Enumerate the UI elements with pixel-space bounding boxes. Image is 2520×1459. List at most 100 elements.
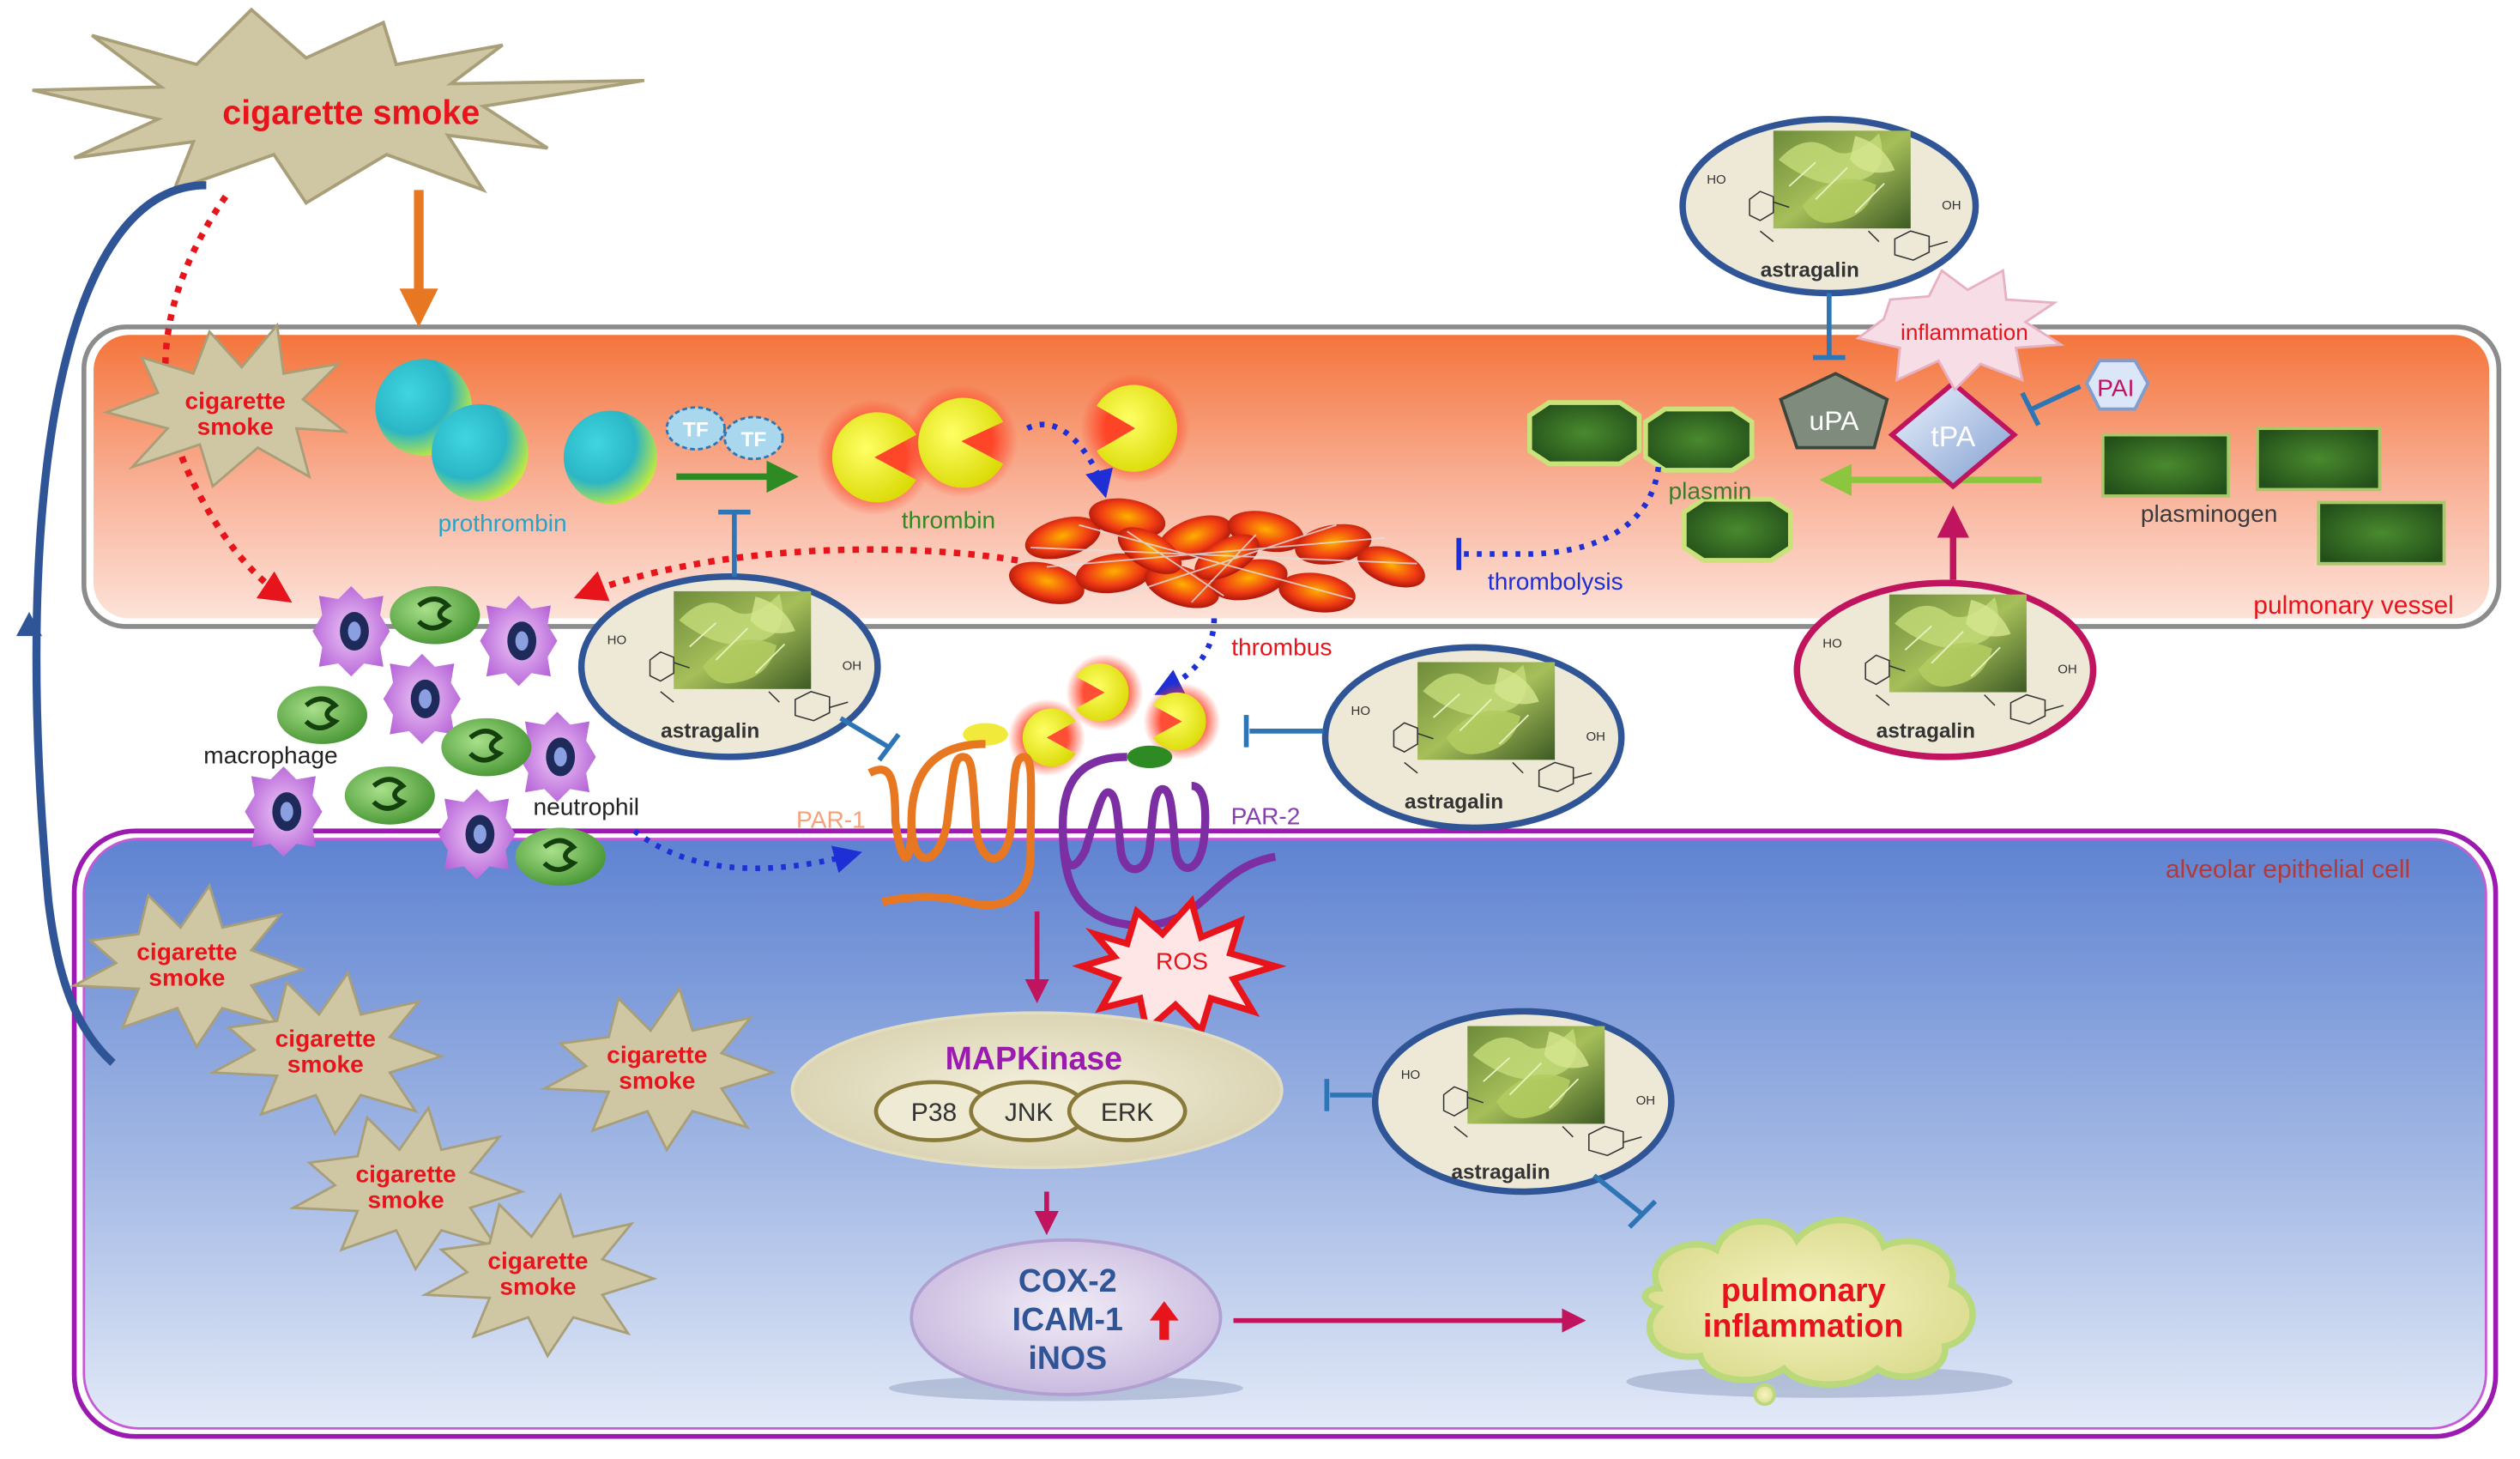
smoke-label-2: smoke [287, 1051, 364, 1078]
tpa-node: tPA [1888, 379, 2018, 490]
icam1-label: ICAM-1 [1012, 1301, 1123, 1337]
astragalin-badge-tf: HO OH astragalin [577, 572, 881, 760]
cigarette-smoke-epi-2: cigarette smoke [208, 970, 445, 1136]
cigarette-smoke-epi-3: cigarette smoke [540, 985, 777, 1153]
par2-label: PAR-2 [1231, 803, 1301, 830]
smoke-label-2: smoke [619, 1067, 695, 1093]
astragalin-label: astragalin [661, 719, 759, 742]
astragalin-ho: HO [607, 633, 627, 648]
pulmonary-inflammation-cloud: pulmonary inflammation [1626, 1216, 2013, 1407]
plasmin-molecule [1643, 406, 1755, 473]
jnk-label: JNK [1005, 1099, 1054, 1127]
smoke-label-1: cigarette [185, 388, 286, 415]
astragalin-oh: OH [843, 659, 862, 674]
alveolar-epithelial-cell [82, 838, 2487, 1430]
astragalin-label: astragalin [1405, 790, 1503, 814]
mapkinase-node: MAPKinase P38 JNK ERK [790, 1011, 1284, 1170]
thrombus-to-par-arrow [1154, 618, 1218, 695]
smoke-label-1: cigarette [275, 1026, 376, 1052]
plasminogen-block [2100, 433, 2231, 498]
astragalin-badge-par2: HO OH astragalin [1321, 644, 1625, 832]
cox-icam-inos-node: COX-2 ICAM-1 iNOS [888, 1238, 1243, 1401]
thrombin-molecule [918, 397, 1004, 488]
par1-receptor: PAR-1 [796, 723, 1036, 910]
smoke-label-1: cigarette [487, 1248, 588, 1274]
erk-node [1067, 1080, 1187, 1142]
macrophage-cell [383, 653, 461, 744]
tpa-label: tPA [1931, 421, 1975, 453]
vessel-outline [81, 324, 2502, 629]
tf-label: TF [683, 418, 709, 441]
p38-label: P38 [911, 1099, 957, 1127]
mapk-title: MAPKinase [946, 1040, 1122, 1076]
astragalin-oh: OH [2058, 662, 2077, 676]
prothrombin-group: prothrombin [375, 359, 657, 536]
prothrombin-label: prothrombin [438, 510, 567, 536]
thrombin-label: thrombin [902, 506, 995, 533]
astragalin-inflammation-bar [1628, 1199, 1658, 1229]
epithelial-outline [71, 828, 2499, 1439]
pai-label: PAI [2097, 375, 2134, 402]
inflammation-label: inflammation [1901, 319, 2028, 345]
par1-label: PAR-1 [796, 806, 866, 832]
smoke-label-2: smoke [197, 414, 274, 440]
smoke-label-1: cigarette [355, 1160, 456, 1187]
thrombolysis-arrow [1461, 466, 1662, 557]
upa-node: uPA [1779, 372, 1889, 450]
plasminogen-block [2317, 500, 2446, 566]
astragalin-par1-bar [877, 732, 901, 762]
arrow-head [15, 612, 43, 637]
neutrophil-cells [276, 586, 606, 887]
astragalin-oh: OH [1586, 730, 1605, 744]
inflammation-burst: inflammation [1855, 268, 2065, 392]
smoke-label-1: cigarette [607, 1041, 707, 1068]
astragalin-inflammation-inhibition [1592, 1173, 1644, 1216]
smoke-label-2: smoke [148, 964, 225, 990]
astragalin-ho: HO [1822, 636, 1842, 651]
pulmonary-inflammation-label-2: inflammation [1703, 1307, 1903, 1343]
cigarette-smoke-vessel: cigarette smoke [102, 322, 349, 489]
cigarette-smoke-epi-5: cigarette smoke [420, 1192, 658, 1359]
astragalin-oh: OH [1942, 198, 1961, 213]
smoke-label-2: smoke [499, 1274, 576, 1300]
cigarette-smoke-main: cigarette smoke [32, 7, 645, 205]
thrombus: thrombus [1008, 498, 1425, 661]
astragalin-par1-inhibition [839, 716, 891, 750]
upregulation-arrow-icon [1149, 1301, 1179, 1341]
cigarette-smoke-epi-4: cigarette smoke [288, 1105, 526, 1272]
astragalin-label: astragalin [1761, 259, 1859, 282]
astragalin-ho: HO [1707, 173, 1726, 187]
astragalin-badge-upa: HO OH astragalin [1679, 116, 1979, 297]
plasmin-group: plasmin [1526, 400, 1793, 563]
plasmin-molecule [1682, 496, 1793, 563]
smoke-to-cells-arrow [161, 194, 293, 603]
macrophage-label: macrophage [203, 742, 337, 768]
thrombolysis-label: thrombolysis [1488, 568, 1623, 595]
thrombin-molecule [831, 412, 916, 503]
plasmin-molecule [1526, 400, 1642, 467]
upa-label: uPA [1809, 405, 1859, 436]
ros-label: ROS [1156, 948, 1208, 975]
erk-label: ERK [1101, 1099, 1154, 1127]
macrophage-cell [438, 789, 516, 880]
cigarette-smoke-epi-1: cigarette smoke [69, 882, 307, 1050]
cells-to-par-arrow [632, 828, 862, 874]
pulmonary-inflammation-label-1: pulmonary [1721, 1272, 1886, 1308]
smoke-label-2: smoke [368, 1186, 444, 1213]
epithelial-label: alveolar epithelial cell [2166, 856, 2410, 884]
pai-node: PAI [2084, 359, 2150, 411]
pulmonary-vessel [94, 335, 2490, 619]
smoke-main-label: cigarette smoke [222, 94, 480, 131]
thrombin-molecule [1097, 384, 1178, 472]
thrombus-label: thrombus [1231, 634, 1332, 661]
thrombin-to-thrombus-arrow [1025, 421, 1113, 499]
macrophage-cell [312, 586, 390, 677]
tf-label: TF [740, 428, 766, 451]
pai-inhibition-line [2031, 384, 2082, 412]
vessel-label: pulmonary vessel [2253, 591, 2454, 620]
ros-burst: ROS [1072, 895, 1287, 1038]
astragalin-ho: HO [1401, 1068, 1421, 1082]
astragalin-ho: HO [1351, 704, 1371, 718]
tissue-factor: TF TF [665, 406, 784, 461]
plasminogen-block [2256, 427, 2382, 492]
